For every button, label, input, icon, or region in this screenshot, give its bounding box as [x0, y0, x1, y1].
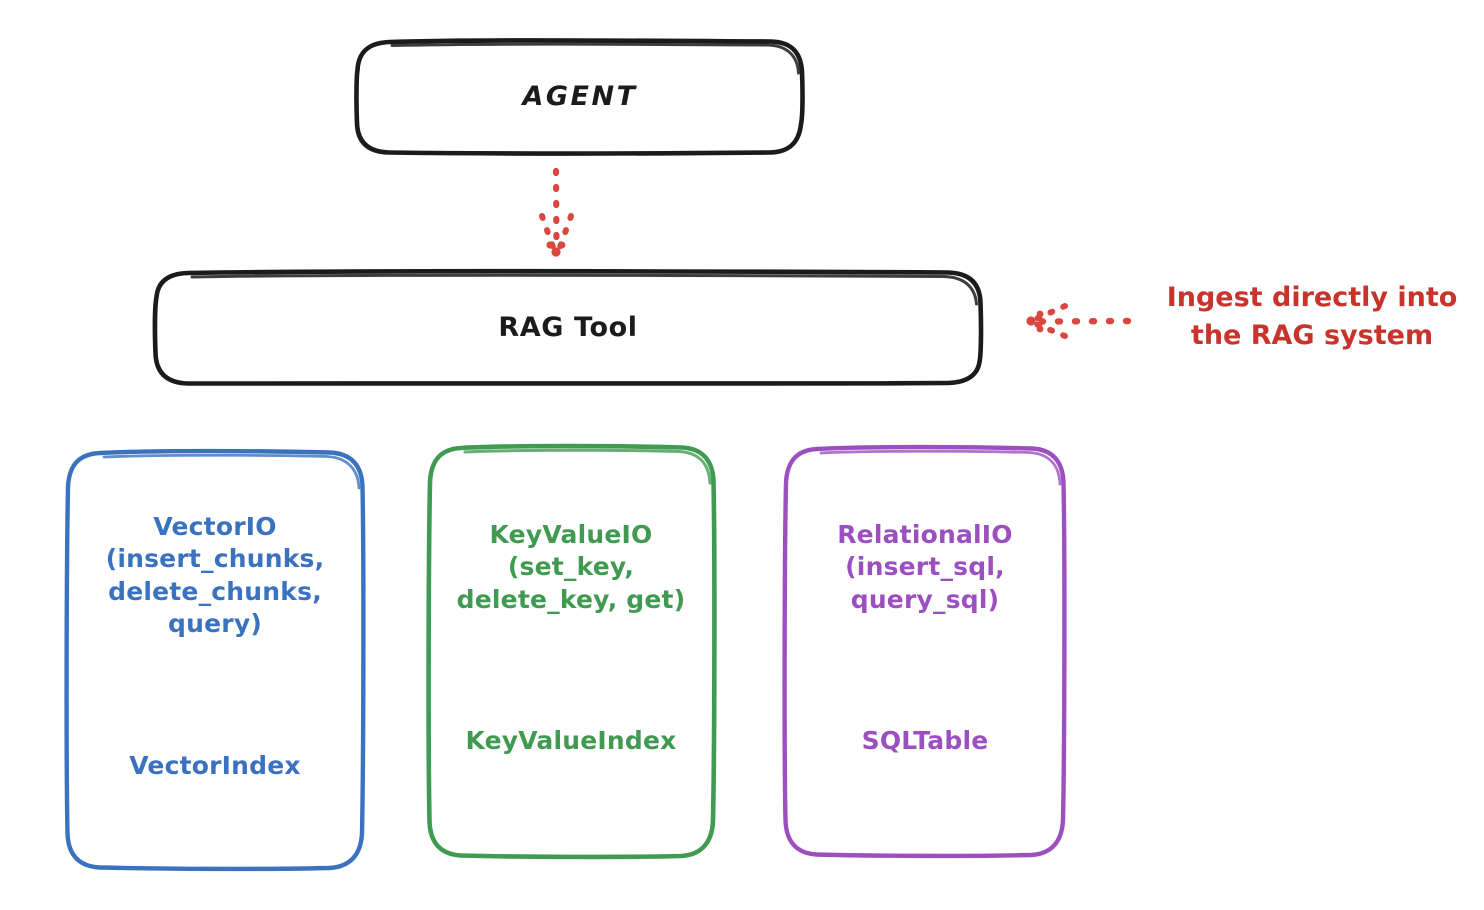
keyvalue-store-api: KeyValueIO (set_key, delete_key, get) [456, 519, 686, 614]
vector-store-index: VectorIndex [129, 750, 301, 780]
keyvalue-store-index: KeyValueIndex [465, 726, 677, 755]
rag-tool-box[interactable] [152, 268, 984, 387]
agent-to-rag-arrow [539, 167, 574, 257]
relational-store-box[interactable] [782, 444, 1067, 859]
relational-store-api: RelationalIO (insert_sql, query_sql) [837, 519, 1013, 614]
spacer [67, 673, 363, 717]
keyvalue-store-box[interactable] [426, 443, 717, 860]
agent-label: AGENT [522, 81, 638, 113]
ingest-arrow [1026, 303, 1132, 339]
ingest-annotation-text: Ingest directly into the RAG system [1166, 282, 1458, 352]
keyvalue-store-label: KeyValueIO (set_key, delete_key, get) Ke… [428, 447, 714, 857]
agent-box[interactable] [354, 38, 805, 156]
vector-store-api: VectorIO (insert_chunks, delete_chunks, … [105, 511, 325, 639]
spacer [786, 649, 1064, 693]
spacer [428, 649, 714, 693]
relational-store-index: SQLTable [861, 726, 989, 755]
relational-store-label: RelationalIO (insert_sql, query_sql) SQL… [786, 448, 1064, 856]
vector-store-label: VectorIO (insert_chunks, delete_chunks, … [67, 452, 363, 869]
rag-tool-label: RAG Tool [498, 311, 638, 343]
vector-store-box[interactable] [64, 448, 366, 872]
